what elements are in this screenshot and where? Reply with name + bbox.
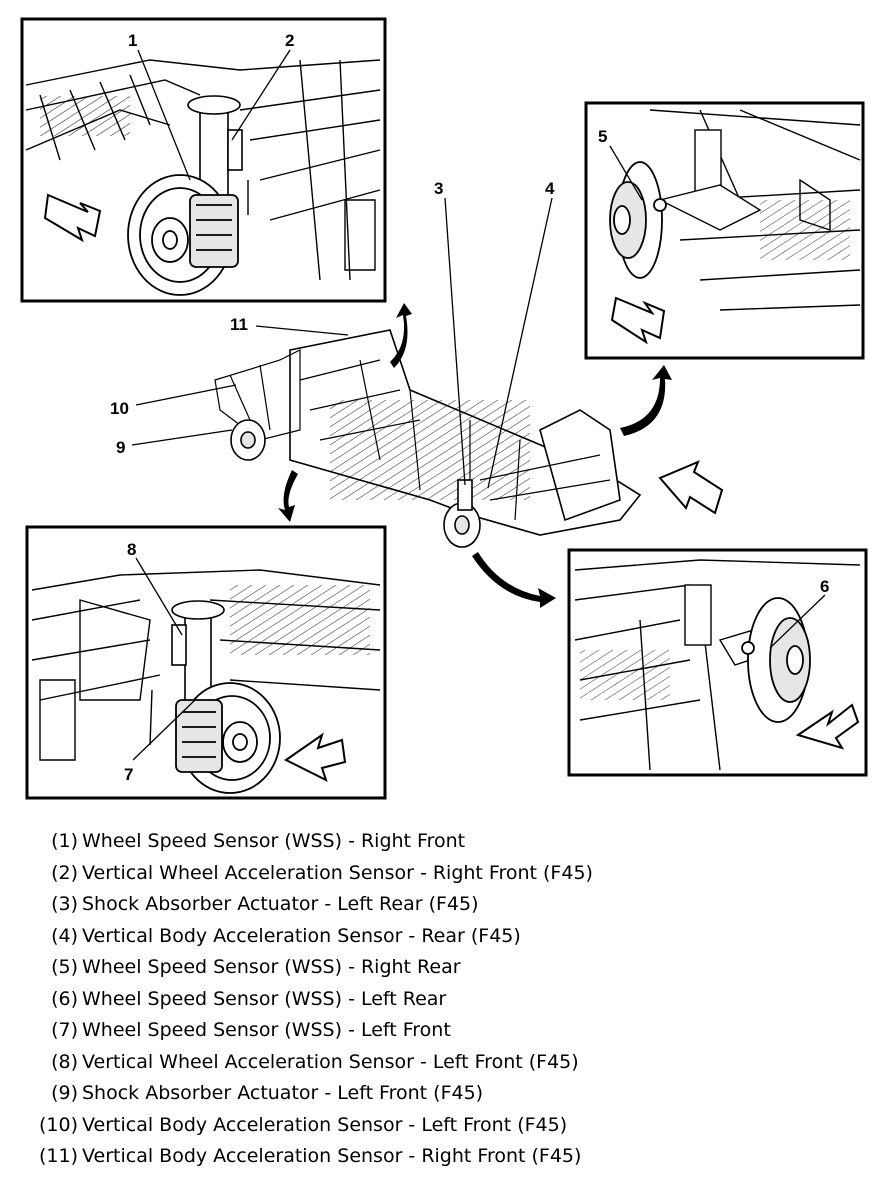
chassis-overview: 3 4 11 10 9 <box>110 179 724 608</box>
component-legend: (1)Wheel Speed Sensor (WSS) - Right Fron… <box>28 826 593 1173</box>
legend-number: (11) <box>38 1145 78 1167</box>
legend-number: (10) <box>38 1113 78 1136</box>
curved-pointer-arrow-icon <box>472 552 556 608</box>
legend-number: (1) <box>51 830 78 852</box>
legend-item: (11)Vertical Body Acceleration Sensor - … <box>28 1141 593 1173</box>
legend-number: (6) <box>51 987 78 1010</box>
legend-number: (5) <box>51 956 78 978</box>
legend-item: (9)Shock Absorber Actuator - Left Front … <box>28 1078 593 1110</box>
detail-panel-right-rear: 5 <box>584 101 865 360</box>
callout-5: 5 <box>598 127 607 146</box>
legend-text: Vertical Wheel Acceleration Sensor - Rig… <box>82 861 593 884</box>
detail-panel-right-front: 1 2 <box>20 17 387 303</box>
left-front-wheel-assembly <box>175 682 281 794</box>
right-rear-wheel-assembly <box>609 161 667 279</box>
left-rear-wheel-small <box>443 479 481 548</box>
detail-panel-left-rear: 6 <box>567 548 868 777</box>
legend-item: (1)Wheel Speed Sensor (WSS) - Right Fron… <box>28 826 593 858</box>
direction-arrow-icon <box>610 296 666 345</box>
left-front-wheel-small <box>230 419 266 461</box>
direction-arrow-icon <box>43 193 102 243</box>
legend-text: Vertical Body Acceleration Sensor - Left… <box>82 1113 568 1136</box>
curved-pointer-arrow-icon <box>390 303 412 368</box>
legend-item: (10)Vertical Body Acceleration Sensor - … <box>28 1110 593 1142</box>
curved-pointer-arrow-icon <box>620 365 672 436</box>
callout-3: 3 <box>434 179 443 198</box>
callout-2: 2 <box>285 31 294 50</box>
legend-item: (3)Shock Absorber Actuator - Left Rear (… <box>28 889 593 921</box>
callout-4: 4 <box>545 179 555 198</box>
legend-number: (3) <box>51 893 78 915</box>
left-rear-wheel-assembly <box>741 597 811 723</box>
legend-text: Shock Absorber Actuator - Left Front (F4… <box>82 1082 484 1104</box>
legend-item: (2)Vertical Wheel Acceleration Sensor - … <box>28 858 593 890</box>
callout-6: 6 <box>820 577 829 596</box>
legend-item: (4)Vertical Body Acceleration Sensor - R… <box>28 921 593 953</box>
legend-text: Wheel Speed Sensor (WSS) - Left Rear <box>82 987 447 1010</box>
suspension-sensor-diagram: 1 2 5 <box>20 17 868 800</box>
legend-text: Wheel Speed Sensor (WSS) - Right Front <box>82 830 466 852</box>
callout-9: 9 <box>116 438 125 457</box>
legend-text: Vertical Wheel Acceleration Sensor - Lef… <box>82 1050 579 1073</box>
direction-arrow-icon <box>795 703 860 750</box>
legend-text: Vertical Body Acceleration Sensor - Righ… <box>82 1145 582 1167</box>
legend-number: (8) <box>51 1050 78 1073</box>
legend-number: (4) <box>51 924 78 947</box>
legend-item: (5)Wheel Speed Sensor (WSS) - Right Rear <box>28 952 593 984</box>
callout-11: 11 <box>230 315 248 334</box>
legend-text: Wheel Speed Sensor (WSS) - Left Front <box>82 1019 451 1041</box>
legend-text: Wheel Speed Sensor (WSS) - Right Rear <box>82 956 461 978</box>
legend-item: (8)Vertical Wheel Acceleration Sensor - … <box>28 1047 593 1079</box>
callout-7: 7 <box>124 765 133 784</box>
curved-pointer-arrow-icon <box>278 470 298 522</box>
direction-arrow-icon <box>284 732 347 782</box>
legend-text: Shock Absorber Actuator - Left Rear (F45… <box>82 893 479 915</box>
direction-arrow-icon <box>658 460 724 515</box>
legend-item: (6)Wheel Speed Sensor (WSS) - Left Rear <box>28 984 593 1016</box>
callout-8: 8 <box>127 540 136 559</box>
legend-text: Vertical Body Acceleration Sensor - Rear… <box>82 924 521 947</box>
legend-number: (2) <box>51 861 78 884</box>
legend-number: (9) <box>51 1082 78 1104</box>
legend-item: (7)Wheel Speed Sensor (WSS) - Left Front <box>28 1015 593 1047</box>
legend-number: (7) <box>51 1019 78 1041</box>
callout-10: 10 <box>110 399 129 418</box>
detail-panel-left-front: 8 7 <box>25 525 387 800</box>
right-front-wheel-assembly <box>127 174 239 296</box>
callout-1: 1 <box>128 31 137 50</box>
